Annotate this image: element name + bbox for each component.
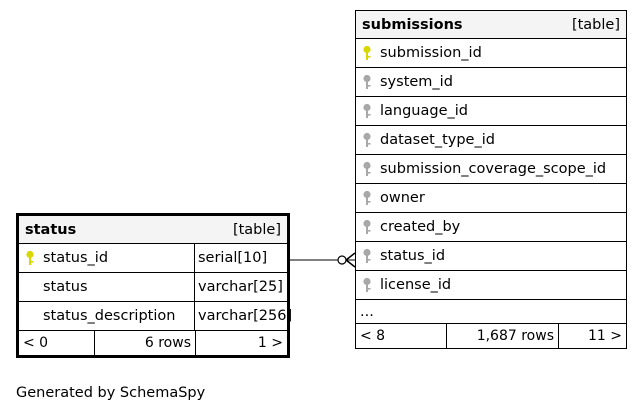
foreign-key-icon [362, 248, 380, 264]
column-name: created_by [380, 219, 461, 235]
status-table[interactable]: status [table] status_id serial[10] stat… [16, 213, 292, 358]
column-name: owner [380, 190, 425, 206]
column-name: status_description [43, 308, 176, 324]
foreign-key-icon [362, 219, 380, 235]
column-row[interactable]: status_id serial[10] [19, 244, 287, 273]
table-kind: [table] [232, 221, 281, 238]
column-type: varchar[256] [194, 302, 292, 330]
column-row[interactable]: language_id [356, 97, 626, 126]
status-table-header: status [table] [19, 216, 287, 244]
parents-count[interactable]: < 0 [23, 335, 49, 351]
column-row[interactable]: status_id [356, 242, 626, 271]
children-count[interactable]: 1 > [195, 331, 287, 355]
parents-count[interactable]: < 8 [360, 328, 386, 344]
column-row[interactable]: system_id [356, 68, 626, 97]
foreign-key-icon [362, 190, 380, 206]
column-row[interactable]: license_id [356, 271, 626, 300]
foreign-key-icon [362, 103, 380, 119]
table-footer: < 0 6 rows 1 > [19, 331, 287, 355]
children-count[interactable]: 11 > [558, 324, 626, 348]
column-row[interactable]: owner [356, 184, 626, 213]
column-name: submission_coverage_scope_id [380, 161, 607, 177]
more-columns: ... [356, 300, 626, 324]
column-row[interactable]: dataset_type_id [356, 126, 626, 155]
primary-key-icon [362, 45, 380, 61]
column-row[interactable]: status_description varchar[256] [19, 302, 292, 331]
column-row[interactable]: status varchar[25] [19, 273, 287, 302]
generated-by-label: Generated by SchemaSpy [16, 385, 206, 401]
table-kind: [table] [571, 16, 620, 33]
table-footer: < 8 1,687 rows 11 > [356, 324, 626, 348]
column-type: varchar[25] [194, 273, 287, 301]
foreign-key-icon [362, 74, 380, 90]
column-row[interactable]: created_by [356, 213, 626, 242]
column-name: submission_id [380, 45, 482, 61]
column-type: serial[10] [194, 244, 287, 272]
foreign-key-icon [362, 132, 380, 148]
primary-key-icon [25, 250, 43, 266]
column-name: status_id [43, 250, 109, 266]
table-name: submissions [362, 16, 463, 33]
submissions-table-header: submissions [table] [356, 11, 626, 39]
foreign-key-icon [362, 161, 380, 177]
column-name: status_id [380, 248, 446, 264]
column-row[interactable]: submission_id [356, 39, 626, 68]
column-name: license_id [380, 277, 452, 293]
column-name: language_id [380, 103, 468, 119]
column-name: status [43, 279, 88, 295]
table-name: status [25, 221, 77, 238]
row-count: 6 rows [94, 331, 195, 355]
submissions-table[interactable]: submissions [table] submission_id system_… [355, 10, 627, 349]
column-row[interactable]: submission_coverage_scope_id [356, 155, 626, 184]
column-name: dataset_type_id [380, 132, 495, 148]
column-name: system_id [380, 74, 453, 90]
foreign-key-icon [362, 277, 380, 293]
row-count: 1,687 rows [446, 324, 558, 348]
